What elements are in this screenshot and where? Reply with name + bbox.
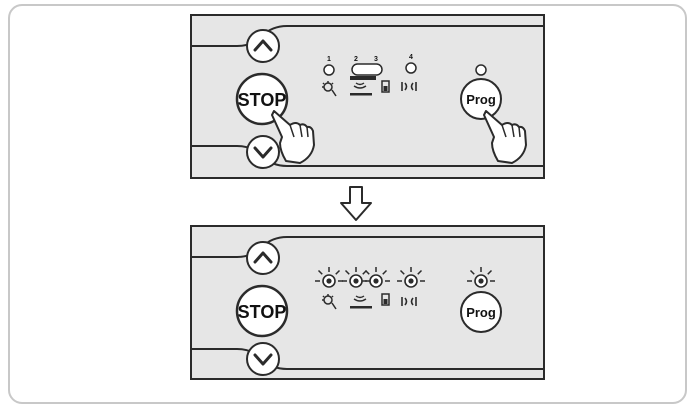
led-bar [350, 76, 376, 80]
led-4 [405, 62, 417, 74]
wind-sensor-icon [350, 295, 372, 309]
chevron-down-icon [253, 353, 273, 366]
led-number-3: 3 [374, 56, 378, 63]
up-button[interactable] [246, 29, 280, 63]
prog-button[interactable]: Prog [460, 78, 502, 120]
up-button[interactable] [246, 241, 280, 275]
sun-sensor-icon [322, 294, 337, 310]
led-2-3 [351, 63, 383, 76]
wind-sensor-icon [350, 82, 372, 96]
down-button[interactable] [246, 135, 280, 169]
blinking-led-icon [342, 267, 370, 288]
pointing-hand-icon [271, 110, 315, 164]
down-arrow-icon [339, 186, 373, 222]
prog-button-label: Prog [466, 305, 496, 320]
blinking-led-icon [315, 267, 343, 288]
blinking-led-icon [397, 267, 425, 288]
chevron-up-icon [253, 39, 273, 52]
pointing-hand-icon [483, 110, 527, 164]
prog-button[interactable]: Prog [460, 291, 502, 333]
battery-icon [381, 293, 390, 306]
sun-sensor-icon [322, 81, 337, 97]
stop-button-label: STOP [238, 90, 287, 110]
led-prog [475, 64, 487, 76]
stop-button[interactable]: STOP [235, 284, 289, 338]
led-number-2: 2 [354, 56, 358, 63]
radio-signal-icon [401, 82, 417, 91]
chevron-up-icon [253, 251, 273, 264]
control-panel-before: STOP 1 2 3 4 [190, 14, 545, 179]
control-panel-after: STOP Prog [190, 225, 545, 380]
stop-button-label: STOP [238, 302, 287, 322]
led-number-4: 4 [409, 54, 413, 61]
down-button[interactable] [246, 342, 280, 376]
radio-signal-icon [401, 297, 417, 306]
led-number-1: 1 [327, 56, 331, 63]
led-1 [323, 64, 335, 76]
prog-button-label: Prog [466, 92, 496, 107]
blinking-led-icon [362, 267, 390, 288]
chevron-down-icon [253, 146, 273, 159]
blinking-led-icon [467, 267, 495, 288]
battery-icon [381, 80, 390, 93]
